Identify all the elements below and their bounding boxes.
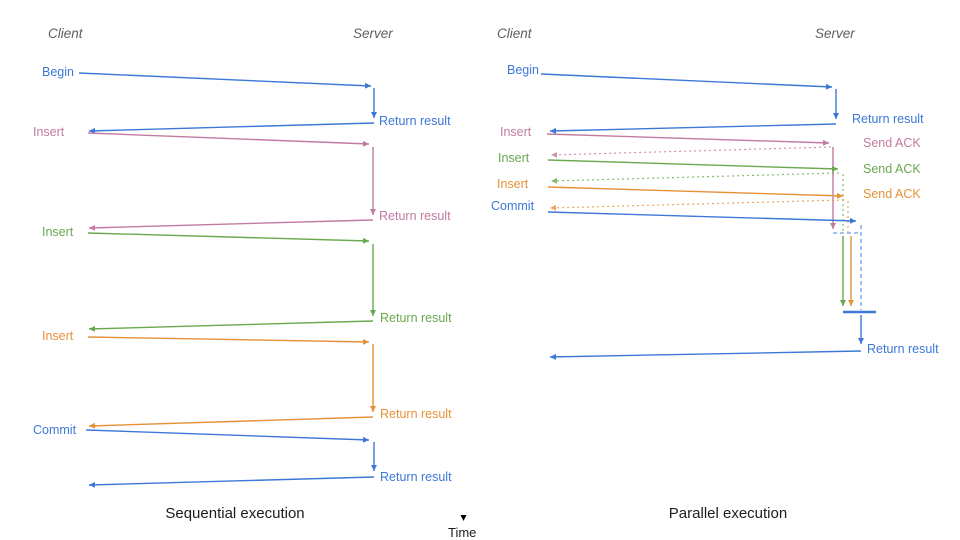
right-ack3-label: Send ACK <box>863 187 921 201</box>
left-insert2-label: Insert <box>42 225 74 239</box>
right-insert1-exchange <box>546 133 836 229</box>
left-insert2-exchange <box>87 232 376 332</box>
left-begin-label: Begin <box>42 65 74 79</box>
left-client-header: Client <box>48 26 83 41</box>
right-insert3-label: Insert <box>497 177 529 191</box>
right-insert2-exchange <box>547 159 846 306</box>
left-server-header: Server <box>353 26 393 41</box>
left-insert3-exchange <box>87 336 376 429</box>
left-insert1-exchange <box>87 132 376 231</box>
right-commit-exchange <box>547 211 876 360</box>
left-panel-title: Sequential execution <box>165 505 305 522</box>
left-commit-exchange <box>85 429 377 488</box>
right-commit-label: Commit <box>491 199 535 213</box>
right-server-header: Server <box>815 26 855 41</box>
left-insert3-label: Insert <box>42 329 74 343</box>
right-insert3-exchange <box>547 186 854 306</box>
right-begin-exchange <box>540 73 839 134</box>
right-insert2-label: Insert <box>498 151 530 165</box>
right-return-begin-label: Return result <box>852 112 924 126</box>
right-client-header: Client <box>497 26 532 41</box>
left-return3-label: Return result <box>380 311 452 325</box>
left-return1-label: Return result <box>379 114 451 128</box>
right-ack1-label: Send ACK <box>863 136 921 150</box>
left-begin-exchange <box>78 72 377 134</box>
right-insert1-label: Insert <box>500 125 532 139</box>
right-panel-title: Parallel execution <box>668 505 788 522</box>
right-return-final-label: Return result <box>867 342 939 356</box>
left-insert1-label: Insert <box>33 125 65 139</box>
left-return2-label: Return result <box>379 209 451 223</box>
left-return4-label: Return result <box>380 407 452 421</box>
left-commit-label: Commit <box>33 423 77 437</box>
left-return5-label: Return result <box>380 470 452 484</box>
time-axis-label: Time <box>448 525 477 540</box>
right-ack2-label: Send ACK <box>863 162 921 176</box>
right-begin-label: Begin <box>507 63 539 77</box>
